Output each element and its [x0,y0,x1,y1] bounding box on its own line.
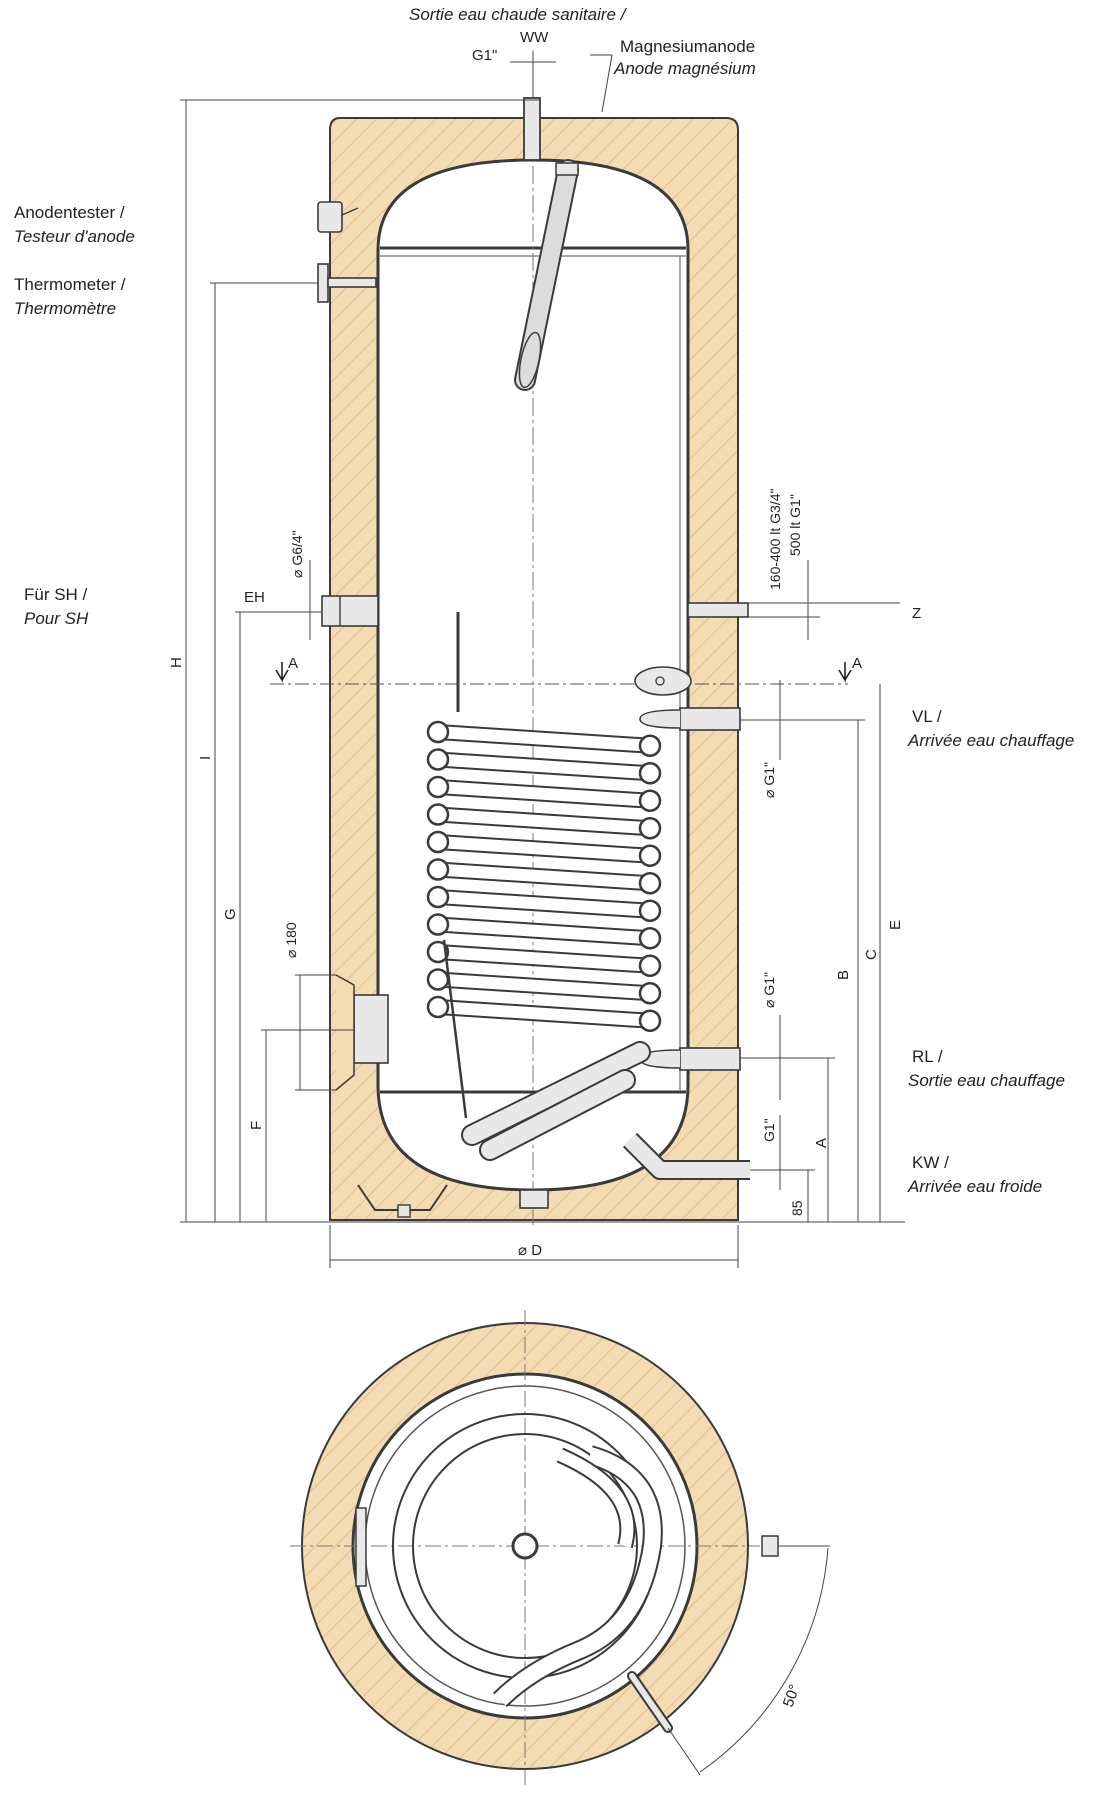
anode-label-fr: Anode magnésium [613,59,756,78]
kw-size: G1" [761,1118,777,1142]
section-a-left: A [288,655,298,672]
anode-tester [317,201,359,233]
coil-tube-section [638,789,662,812]
coil-tube-section [638,899,662,922]
coil-tube-section [638,817,662,840]
hot-water-outlet-pipe [523,97,541,161]
section-arrow-right [838,662,852,683]
dim-i-label: I [197,756,214,760]
coil-turn-fill [437,808,651,835]
coil-tube-section [638,872,662,895]
coil-turn-fill [437,946,651,972]
coil-turn-fill [437,836,651,862]
coil-turn-fill [437,863,651,890]
kw-code: KW / [912,1153,949,1172]
coil-tube-section [638,734,662,757]
rl-code: RL / [912,1047,943,1066]
plan-coil [392,1413,663,1708]
electric-heater-port [321,595,379,627]
coil-tube-section [426,720,450,744]
coil-tube-section [638,1009,662,1032]
section-a-right: A [852,655,862,672]
support-foot-bolt [397,1204,411,1218]
coil-turn-fill [437,1001,651,1027]
thermometer-label-fr: Thermomètre [14,299,116,318]
sh-label-de: Für SH / [24,585,88,604]
return-rl-port [442,939,741,1161]
coil-tube-section [638,844,662,867]
sh-label-fr: Pour SH [24,609,89,628]
coil-turn-fill [437,726,651,752]
coil-tube-section [426,775,450,799]
coil-turn-fill [437,973,651,1000]
coil-tube-section [638,927,662,950]
vl-code: VL / [912,707,942,726]
coil-tube-section [426,940,450,964]
dim-f-label: F [248,1121,265,1130]
dim-d-label: ⌀ D [518,1242,542,1259]
thermometer-label-de: Thermometer / [14,275,126,294]
dim-c-label: C [863,949,880,960]
dim-g-label: G [222,908,239,920]
z-label: Z [912,605,921,622]
z-size-2: 500 lt G1" [787,494,803,556]
anode-tester-label-fr: Testeur d'anode [14,227,135,246]
coil-turn-fill [437,753,651,780]
dim-85-label: 85 [789,1200,805,1216]
coil-turn-fill [437,781,651,807]
coil-tube-section [426,995,450,1019]
flow-inlet-vl-port [634,666,741,731]
coil-tube-section [638,982,662,1005]
coil-turn-fill [437,891,651,917]
coil-tube-section [426,748,450,771]
cold-water-inlet-kw [622,1132,750,1180]
coil-tube-section [426,803,450,826]
coil-turn-fill [437,918,651,945]
eh-label: EH [244,589,265,606]
rl-label: Sortie eau chauffage [908,1071,1065,1090]
dim-h-label: H [168,657,185,668]
dim-e-label: E [887,920,904,930]
inspection-flange [335,974,389,1091]
kw-label: Arrivée eau froide [907,1177,1042,1196]
anode-label-de: Magnesiumanode [620,37,755,56]
coil-tube-section [426,913,450,936]
dim-a-label: A [813,1138,830,1148]
plan-eh-port [355,1507,367,1587]
drain-valve [519,1189,549,1209]
z-size-1: 160-400 lt G3/4" [767,488,783,590]
coil-tube-section [426,830,450,854]
plan-anode [511,1532,539,1560]
flange-size: ⌀ 180 [283,922,299,958]
heat-exchanger-coil [426,720,662,1032]
eh-size: ⌀ G6/4" [289,530,305,578]
section-arrow-left [275,662,289,683]
coil-tube-section [426,885,450,909]
vl-size: ⌀ G1" [761,762,777,798]
hot-water-code: WW [520,29,549,46]
coil-tube-section [426,858,450,881]
coil-tube-section [426,968,450,991]
anode-tester-label-de: Anodentester / [14,203,125,222]
hot-water-size: G1" [472,47,497,64]
dim-b-label: B [835,970,852,980]
plan-z-port [761,1535,779,1557]
coil-tube-section [638,762,662,785]
circulation-port-z [687,602,749,618]
angle-label: 50° [780,1682,804,1709]
plan-angle-dim [667,1545,830,1776]
hot-water-label: Sortie eau chaude sanitaire / [409,5,628,24]
rl-size: ⌀ G1" [761,972,777,1008]
vl-label: Arrivée eau chauffage [907,731,1074,750]
coil-tube-section [638,954,662,977]
magnesium-anode [514,159,579,391]
